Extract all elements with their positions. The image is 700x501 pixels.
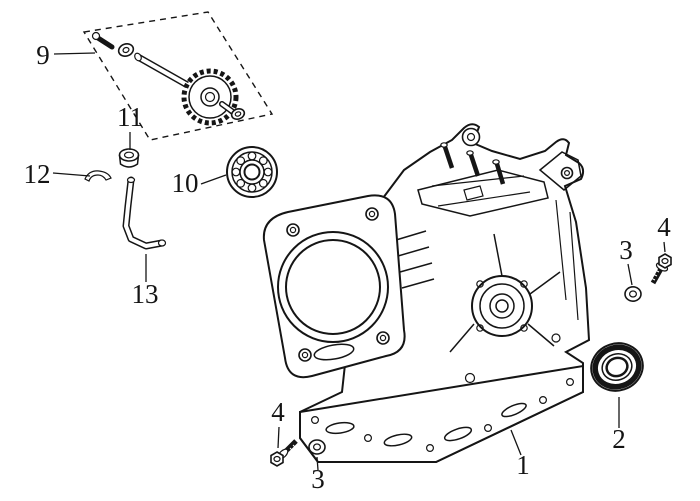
bracket-hole-left <box>466 132 476 142</box>
callouts: 9 11 12 10 13 4 3 1 2 3 4 <box>24 40 672 494</box>
callout-washer-right: 3 <box>619 235 633 265</box>
callout-bearing: 10 <box>172 168 199 198</box>
clip <box>84 170 112 182</box>
oil-seal <box>590 342 644 392</box>
top-web-ribs <box>431 175 531 207</box>
bolt-bottom <box>270 439 298 467</box>
callout-crankcase: 1 <box>516 450 530 480</box>
bracket-right <box>538 151 582 191</box>
bearing-boss <box>449 233 561 353</box>
dashed-group-box <box>82 11 274 141</box>
pipe-top <box>126 176 136 184</box>
crankcase-part <box>262 123 591 463</box>
callout-cap-nut: 11 <box>117 102 143 132</box>
callout-bolt-bottom: 4 <box>271 397 285 427</box>
cylinder-flange <box>262 194 406 379</box>
cam-washer <box>117 43 135 57</box>
oil-pipe <box>122 176 167 250</box>
callout-bolt-right: 4 <box>657 212 671 242</box>
cap-nut <box>118 148 140 168</box>
cylinder-fins <box>395 230 435 289</box>
washer-right <box>624 285 642 302</box>
cam-washer-small <box>230 108 246 120</box>
flange-slot <box>313 343 355 361</box>
small-boss-1 <box>551 333 561 343</box>
side-ribs <box>555 199 579 321</box>
cam-shaft-end <box>134 52 142 62</box>
cam-gear <box>181 68 239 126</box>
top-web-plate <box>463 185 484 201</box>
leader-lines <box>52 52 666 471</box>
cam-pin <box>95 35 115 50</box>
cylinder-bore-outer <box>277 231 389 343</box>
callout-oil-seal: 2 <box>612 424 626 454</box>
camshaft-assembly <box>82 11 274 141</box>
bottom-flange <box>299 364 584 463</box>
ball-bearing <box>226 146 278 198</box>
callout-washer-bottom: 3 <box>311 464 325 494</box>
bolt-right <box>650 253 672 285</box>
callout-clip: 12 <box>24 159 51 189</box>
cylinder-bore-inner <box>285 239 381 335</box>
pipe-end <box>157 239 167 247</box>
small-boss-2 <box>464 372 476 384</box>
callout-oil-pipe: 13 <box>132 279 159 309</box>
bracket-hole-right <box>563 170 570 177</box>
callout-camshaft-assembly: 9 <box>36 40 50 70</box>
washer-bottom <box>308 439 326 455</box>
cam-pin-head <box>91 31 101 41</box>
studs <box>440 142 506 185</box>
cam-washer-hole <box>122 46 130 54</box>
